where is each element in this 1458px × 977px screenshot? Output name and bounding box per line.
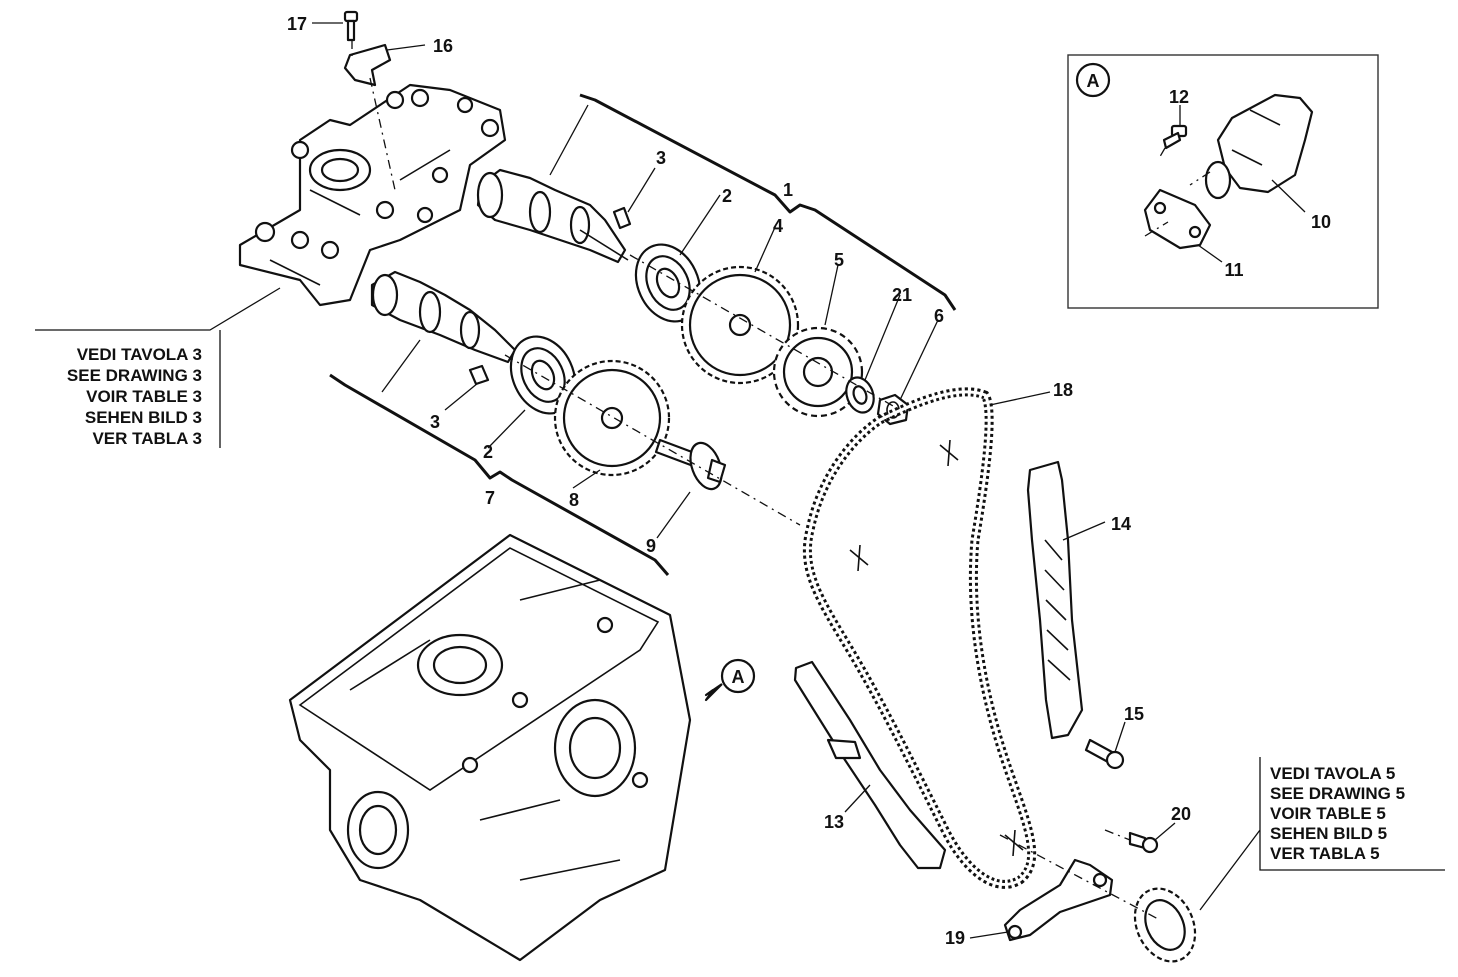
label-13: 13: [824, 812, 844, 832]
gasket-11: [1143, 188, 1212, 250]
label-19: 19: [945, 928, 965, 948]
detail-a-callout: [720, 658, 756, 694]
ref-right-line: VER TABLA 5: [1270, 844, 1380, 863]
upper-camshaft: [476, 168, 629, 264]
ref-left-line: SEE DRAWING 3: [67, 366, 202, 385]
crank-sprocket: [1133, 887, 1197, 963]
label-3-upper: 3: [656, 148, 666, 168]
group-bracket-7: [329, 373, 670, 576]
timing-chain: [802, 387, 1037, 889]
key-3-lower: [468, 364, 490, 386]
chain-guide-14: [1026, 460, 1084, 740]
chain-bracket-19: [1003, 858, 1114, 942]
label-11: 11: [1224, 260, 1243, 280]
ref-left-line: VEDI TAVOLA 3: [77, 345, 202, 364]
ref-right-line: VOIR TABLE 5: [1270, 804, 1386, 823]
label-9: 9: [646, 536, 656, 556]
label-14: 14: [1111, 514, 1131, 534]
ref-right-line: VEDI TAVOLA 5: [1270, 764, 1395, 783]
label-7: 7: [485, 488, 495, 508]
detail-a-arrow: [704, 683, 723, 702]
label-17: 17: [287, 14, 307, 34]
washer-21: [845, 376, 875, 414]
cylinder-head: [288, 533, 692, 962]
detail-a-frame: [1067, 54, 1379, 309]
tensioner-slide-13: [793, 660, 947, 870]
label-16: 16: [433, 36, 453, 56]
ref-right-line: SEE DRAWING 5: [1270, 784, 1405, 803]
label-20: 20: [1171, 804, 1191, 824]
detail-a-callout-text: A: [732, 667, 745, 687]
label-8: 8: [569, 490, 579, 510]
sprocket-4: [680, 265, 800, 385]
reference-drawing-3: VEDI TAVOLA 3 SEE DRAWING 3 VOIR TABLE 3…: [67, 345, 202, 448]
group-bracket-1: [579, 93, 957, 311]
label-2-lower: 2: [483, 442, 493, 462]
label-2-upper: 2: [722, 186, 732, 206]
detail-a-marker: [1075, 62, 1111, 98]
bolt-20: [1128, 831, 1159, 854]
screw-12: [1162, 124, 1188, 150]
label-4: 4: [773, 216, 783, 236]
ref-left-line: VER TABLA 3: [92, 429, 202, 448]
label-10: 10: [1311, 212, 1331, 232]
label-12: 12: [1169, 87, 1189, 107]
label-1: 1: [783, 180, 793, 200]
tensioner-10: [1204, 93, 1314, 200]
sprocket-8: [553, 359, 671, 477]
camshaft-cover: [238, 83, 507, 307]
bearing-2-upper: [634, 243, 702, 323]
screw-17: [343, 10, 359, 42]
lower-camshaft: [370, 270, 517, 364]
bolt-9: [654, 438, 727, 491]
ref-left-line: VOIR TABLE 3: [86, 387, 202, 406]
ref-left-line: SEHEN BILD 3: [85, 408, 202, 427]
label-3-lower: 3: [430, 412, 440, 432]
label-21: 21: [892, 285, 912, 305]
label-15: 15: [1124, 704, 1144, 724]
bracket-16: [343, 43, 392, 87]
ref-right-line: SEHEN BILD 5: [1270, 824, 1387, 843]
reference-drawing-5: VEDI TAVOLA 5 SEE DRAWING 5 VOIR TABLE 5…: [1270, 764, 1405, 863]
detail-a-marker-text: A: [1087, 71, 1100, 91]
label-18: 18: [1053, 380, 1073, 400]
leader-lines: [35, 22, 1445, 939]
label-6: 6: [934, 306, 944, 326]
key-3-upper: [612, 206, 632, 230]
label-5: 5: [834, 250, 844, 270]
